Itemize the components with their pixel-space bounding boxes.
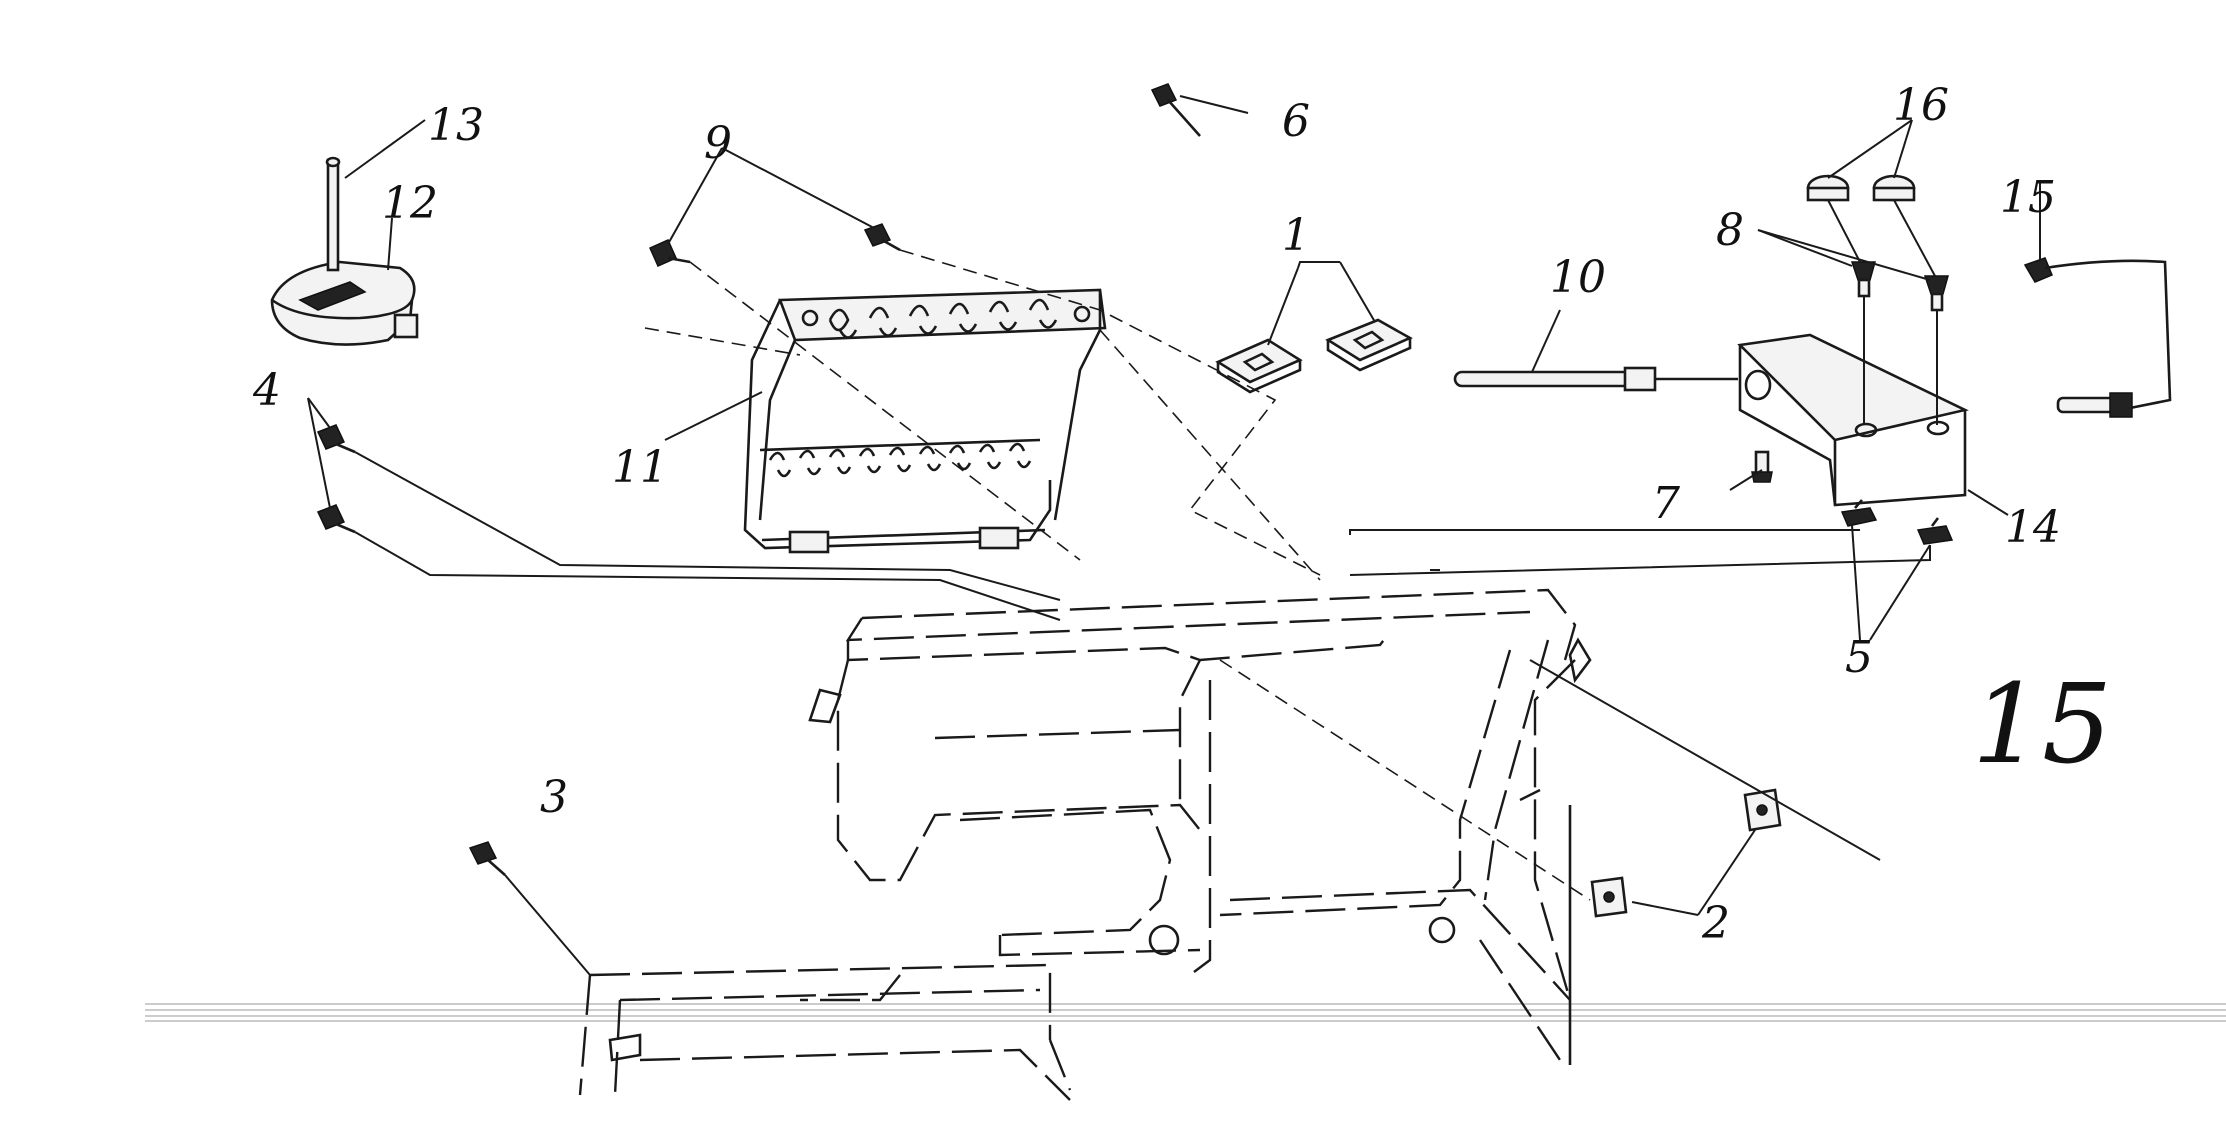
callout-13: 13 [428, 100, 484, 151]
callout-9: 9 [704, 118, 732, 169]
main-frame-chassis [578, 588, 1592, 1101]
part-2-clips [1590, 788, 1782, 918]
assembly-lines [354, 249, 1931, 976]
callout-15: 15 [2000, 172, 2056, 223]
callout-10: 10 [1550, 252, 1606, 303]
callout-11: 11 [612, 442, 668, 493]
part-3-screw [468, 841, 506, 876]
part-15-cable [2023, 257, 2172, 418]
callout-6: 6 [1282, 96, 1310, 147]
part-10-rod [1453, 366, 1738, 392]
callout-12: 12 [382, 178, 438, 229]
callout-7: 7 [1652, 478, 1680, 529]
part-11-spring-bracket [743, 288, 1107, 554]
part-14-block [1737, 333, 1969, 507]
part-13-pin [325, 156, 341, 272]
part-6-screw [1150, 83, 1201, 137]
part-4-screws [316, 424, 356, 534]
part-12-base [270, 260, 419, 346]
callout-3: 3 [540, 772, 568, 823]
part-16-caps [1806, 174, 1916, 202]
figure-number: 15 [1972, 660, 2112, 788]
callout-16: 16 [1893, 80, 1949, 131]
part-5-nuts [1840, 499, 1954, 545]
callout-5: 5 [1845, 632, 1873, 683]
scan-lines [145, 1003, 2226, 1022]
part-9-screws [649, 223, 901, 267]
callout-labels: 1 2 3 4 5 6 7 8 9 10 11 12 13 14 15 16 [252, 80, 2061, 949]
callout-2: 2 [1701, 898, 1730, 949]
callout-4: 4 [252, 365, 281, 416]
callout-1: 1 [1282, 210, 1310, 261]
callout-leaders [307, 95, 2041, 916]
part-8-screws [1827, 199, 1949, 425]
part-7-screw [1751, 450, 1773, 483]
callout-8: 8 [1716, 205, 1744, 256]
callout-14: 14 [2005, 502, 2061, 553]
part-1-clips [1215, 318, 1413, 394]
